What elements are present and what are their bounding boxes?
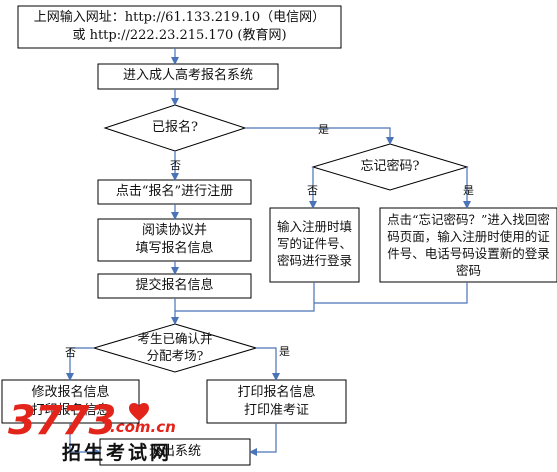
label-confirmed-no: 否 [65, 346, 76, 359]
arrow-findpwd-merge [314, 282, 468, 304]
watermark-domain: .com.cn [110, 418, 176, 436]
find-password-label: 点击“忘记密码？”进入找回密码页面，输入注册时使用的证件号、电话号码设置新的登录… [387, 212, 550, 278]
start-line1: 上网输入网址：http://61.133.219.10（电信网） [33, 10, 326, 25]
enter-system-label: 进入成人高考报名系统 [122, 68, 253, 83]
watermark-heart-icon [129, 403, 149, 421]
box-submit-info [97, 273, 252, 299]
registered-question: 已报名? [152, 120, 198, 135]
diamond-forgot [311, 143, 469, 191]
exit-system-label: 退出系统 [148, 444, 201, 459]
click-register-label: 点击“报名”进行注册 [115, 184, 234, 199]
arrow-login-merge [175, 282, 315, 312]
modify-print-label: 修改报名信息 打印报名信息 [31, 385, 110, 418]
login-with-id-label: 输入注册时填写的证件号、密码进行登录 [276, 219, 352, 268]
box-start [17, 5, 342, 49]
submit-info-label: 提交报名信息 [135, 278, 214, 293]
label-forgot-yes: 是 [463, 184, 474, 197]
box-enter-system [97, 63, 279, 90]
start-line2: 或 http://222.23.215.170 (教育网) [72, 28, 287, 43]
label-confirmed-yes: 是 [279, 345, 290, 358]
diamond-confirmed [92, 323, 258, 373]
read-agreement-label: 阅读协议并 填写报名信息 [135, 223, 214, 256]
label-forgot-no: 否 [307, 184, 318, 197]
box-read-agreement [97, 218, 252, 262]
arrow-modify-to-exit [69, 423, 101, 456]
box-login-with-id [269, 207, 360, 283]
label-registered-no: 否 [170, 159, 181, 172]
box-find-password [379, 207, 557, 283]
box-modify-print [1, 379, 140, 424]
box-print-ticket [206, 379, 347, 424]
label-registered-yes: 是 [318, 123, 329, 136]
arrow-print-to-exit [249, 423, 277, 456]
arrow-registered-yes [245, 127, 394, 145]
watermark-number: 3773 [8, 398, 116, 444]
arrow-confirmed-no [66, 347, 94, 381]
print-ticket-label: 打印报名信息 打印准考证 [237, 385, 316, 418]
arrow-confirmed-yes [256, 347, 280, 381]
forgot-question: 忘记密码? [360, 159, 420, 174]
watermark-site-name: 招生考试网 [62, 442, 173, 464]
confirmed-question: 考生已确认并 分配考场? [137, 331, 213, 363]
box-exit-system [99, 438, 251, 466]
